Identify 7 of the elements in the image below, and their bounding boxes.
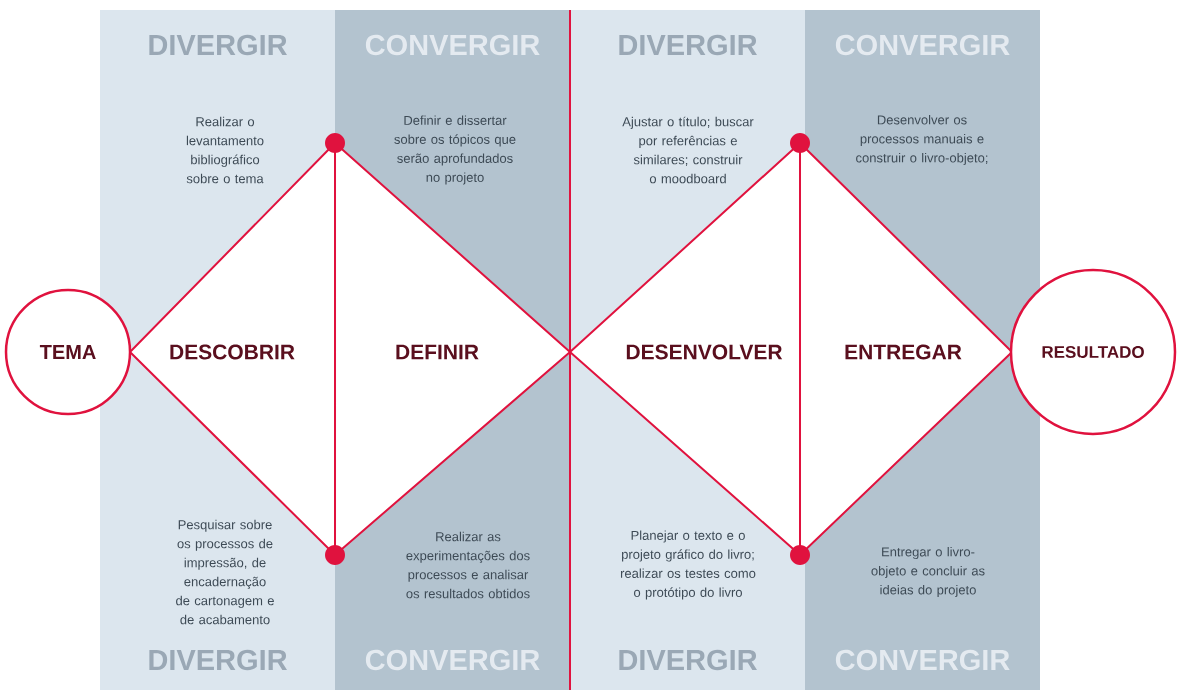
circle-node: TEMA (4, 288, 132, 416)
phase-heading: DIVERGIR (619, 34, 757, 56)
node-label: RESULTADO (1042, 345, 1144, 359)
phase-heading: DIVERGIR (149, 649, 287, 671)
phase-heading: DIVERGIR (619, 649, 757, 671)
phase-heading: DIVERGIR (149, 34, 287, 56)
circle-node: RESULTADO (1009, 268, 1177, 436)
